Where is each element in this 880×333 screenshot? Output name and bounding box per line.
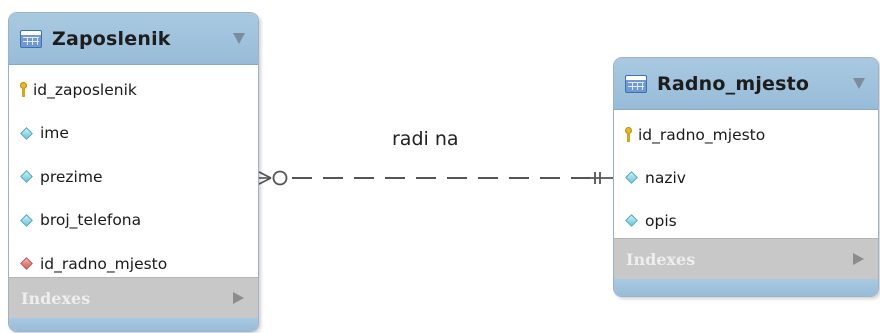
column-name: id_zaposlenik xyxy=(33,80,137,99)
column-name: naziv xyxy=(645,168,686,187)
crows-foot-many-icon xyxy=(256,170,272,186)
column-row[interactable]: naziv xyxy=(614,156,878,199)
attribute-diamond-icon xyxy=(625,171,638,184)
primary-key-icon xyxy=(20,82,27,98)
attribute-diamond-icon xyxy=(625,214,638,227)
indexes-section[interactable]: Indexes xyxy=(9,277,258,319)
collapse-triangle-icon[interactable] xyxy=(233,33,245,44)
table-footer xyxy=(614,279,878,296)
expand-triangle-icon[interactable] xyxy=(233,292,244,304)
table-header[interactable]: Radno_mjesto xyxy=(614,58,878,110)
attribute-diamond-icon xyxy=(20,126,33,140)
table-icon xyxy=(625,74,647,93)
column-name: broj_telefona xyxy=(40,211,142,230)
indexes-label: Indexes xyxy=(21,289,91,308)
column-row[interactable]: broj_telefona xyxy=(9,199,258,243)
column-name: prezime xyxy=(40,167,103,186)
table-icon xyxy=(20,29,42,48)
column-name: ime xyxy=(40,124,69,143)
collapse-triangle-icon[interactable] xyxy=(853,78,865,89)
column-row[interactable]: prezime xyxy=(9,155,258,199)
zero-optional-icon xyxy=(272,170,288,186)
column-name: id_radno_mjesto xyxy=(40,254,168,273)
column-row[interactable]: opis xyxy=(614,199,878,242)
table-title: Zaposlenik xyxy=(52,27,171,50)
column-row[interactable]: id_radno_mjesto xyxy=(9,242,258,286)
exactly-one-icon xyxy=(590,172,613,184)
table-title: Radno_mjesto xyxy=(657,72,810,95)
column-row[interactable]: id_zaposlenik xyxy=(9,68,258,112)
relationship-label: radi na xyxy=(392,128,459,150)
expand-triangle-icon[interactable] xyxy=(853,253,864,265)
indexes-label: Indexes xyxy=(626,250,696,269)
table-radno-mjesto[interactable]: Radno_mjesto id_radno_mjesto naziv opis … xyxy=(613,57,879,297)
foreign-key-diamond-icon xyxy=(20,257,33,271)
table-header[interactable]: Zaposlenik xyxy=(9,13,258,65)
indexes-section[interactable]: Indexes xyxy=(614,238,878,280)
column-row[interactable]: ime xyxy=(9,112,258,156)
column-row[interactable]: id_radno_mjesto xyxy=(614,113,878,156)
primary-key-icon xyxy=(625,127,632,142)
attribute-diamond-icon xyxy=(20,170,33,184)
attribute-diamond-icon xyxy=(20,213,33,227)
column-name: id_radno_mjesto xyxy=(638,125,766,144)
column-list: id_radno_mjesto naziv opis xyxy=(614,110,878,242)
column-list: id_zaposlenik ime prezime broj_telefona … xyxy=(9,65,258,286)
table-footer xyxy=(9,318,258,331)
column-name: opis xyxy=(645,211,677,230)
table-zaposlenik[interactable]: Zaposlenik id_zaposlenik ime prezime bro… xyxy=(8,12,259,332)
